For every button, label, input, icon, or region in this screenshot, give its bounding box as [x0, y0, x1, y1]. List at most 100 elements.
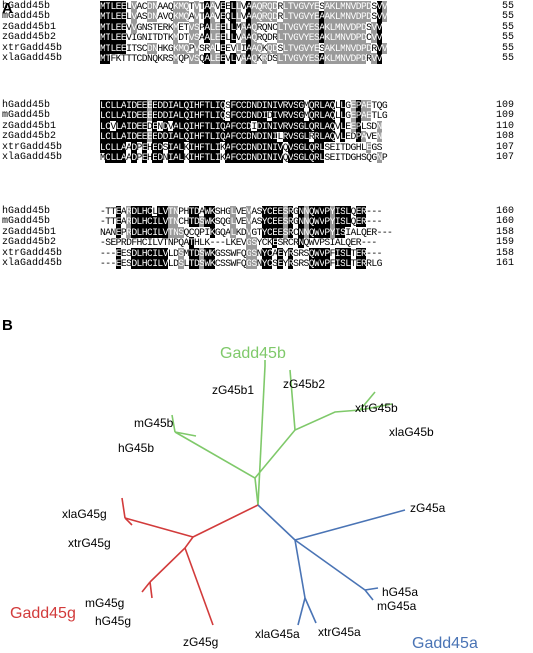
branch-zG45g	[184, 547, 214, 626]
branch-hG45b	[174, 431, 197, 437]
sequence-position: 107	[495, 151, 514, 163]
branch-a-mammal	[294, 539, 366, 591]
sequence-name: zGadd45b1	[2, 226, 57, 238]
sequence-name: xtrGadd45b	[2, 247, 63, 259]
alignment-row: mGadd45b MTLEELVASDNAVQKMQAVTAAVEQLLVAAQR…	[2, 11, 530, 23]
alignment-row: mGadd45b -TTEARDLHCILVTNCHTDSWKSQGLVEVASY…	[2, 216, 530, 228]
sequence-name: xtrGadd45b	[2, 141, 63, 153]
sequence-position: 107	[495, 141, 514, 153]
group-label-gadd45a: Gadd45a	[412, 635, 478, 652]
leaf-label-xtrG45g: xtrG45g	[68, 536, 111, 550]
sequence-residues: LCLLAADPEHEDSIALKIHFTLIKAFCCDNDINIVQVSGL…	[100, 141, 382, 153]
sequence-residues: MCLLAADPEHEDNIALKIHFTLIKAFCCDNDINIVQVSGL…	[100, 151, 388, 163]
alignment-row: hGadd45b -TTEARDLHCLLVTNPHTDAWKSHGLVEVASY…	[2, 206, 530, 217]
branch-b-mammal	[174, 431, 256, 479]
sequence-position: 55	[501, 32, 514, 44]
sequence-name: xlaGadd45b	[2, 52, 63, 64]
leaf-label-mG45g: mG45g	[85, 596, 124, 610]
branch-mG45a	[364, 589, 374, 601]
leaf-label-xlaG45a: xlaG45a	[255, 627, 300, 641]
leaf-label-hG45a: hG45a	[382, 585, 418, 599]
branch-g-frog	[124, 517, 194, 538]
leaf-label-mG45a: mG45a	[377, 599, 417, 613]
alignment-row: xtrGadd45b ---EESDLHCILVLDSMTDSWKGSSWFQGS…	[2, 247, 530, 259]
phylogenetic-tree: Gadd45b Gadd45g Gadd45a zG45b1 zG45b2 xt…	[10, 345, 478, 652]
sequence-position: 158	[495, 226, 514, 238]
sequence-position: 161	[495, 257, 514, 269]
branch-hG45g	[149, 581, 153, 599]
sequence-position: 159	[495, 237, 514, 249]
sequence-residues: NANEPRDLHCILVTNSQCQPIKGQALKDVGTYCEESRCNN…	[100, 226, 393, 238]
sequence-position: 110	[495, 120, 514, 132]
sequence-residues: -TTEARDLHCLLVTNPHTDAWKSHGLVEVASYCEESRGNN…	[100, 206, 382, 217]
leaf-label-xtrG45b: xtrG45b	[355, 401, 398, 415]
leaf-label-zG45a: zG45a	[410, 501, 446, 515]
sequence-residues: LCVLAIDEEDENDVALQIHFTLIQAFCCDIDINIVRVSGL…	[100, 120, 382, 132]
alignment-row: zGadd45b1 LCVLAIDEEDENDVALQIHFTLIQAFCCDID…	[2, 120, 530, 132]
branch-zG45b2	[264, 360, 296, 431]
sequence-name: mGadd45b	[2, 11, 51, 23]
sequence-residues: MTFKTTTCDNQKRSMQPVSQALEEVLVAAQKRDSLTVGVY…	[100, 52, 382, 64]
sequence-name: zGadd45b1	[2, 21, 57, 33]
branch-xtrG45g	[124, 517, 133, 526]
sequence-name: xlaGadd45b	[2, 257, 63, 269]
branch-xtrG45a	[304, 597, 317, 624]
leaf-label-hG45g: hG45g	[95, 614, 131, 628]
leaf-label-hG45b: hG45b	[118, 441, 154, 455]
leaf-label-zG45b2: zG45b2	[283, 377, 325, 391]
group-label-gadd45b: Gadd45b	[220, 345, 286, 362]
sequence-residues: ---EESDLHCILVLDSMTDSWKGSSWFQGSNYCAEYRSRS…	[100, 247, 382, 259]
sequence-position: 55	[501, 42, 514, 54]
sequence-name: xtrGadd45b	[2, 42, 63, 54]
leaf-label-mG45b: mG45b	[134, 416, 174, 430]
sequence-name: mGadd45b	[2, 110, 51, 122]
sequence-residues: MTLEELVASDNAVQKMQAVTAAVEQLLVAAQRQDRLTVGV…	[100, 11, 388, 23]
branch-zG45a	[294, 509, 406, 541]
sequence-position: 55	[501, 1, 514, 12]
group-label-gadd45g: Gadd45g	[10, 605, 76, 622]
sequence-name: zGadd45b1	[2, 120, 57, 132]
branch-xtrG45b	[359, 391, 376, 411]
sequence-name: mGadd45b	[2, 216, 51, 228]
alignment-row: zGadd45b2 -SEPRDFHCILVTNPQATHLK---LKEVGSY…	[2, 237, 530, 249]
sequence-name: zGadd45b2	[2, 32, 57, 44]
sequence-position: 55	[501, 21, 514, 33]
sequence-residues: -TTEARDLHCILVTNCHTDSWKSQGLVEVASYCEESRGNN…	[100, 216, 382, 228]
branch-gadd45a-stem	[257, 504, 296, 541]
leaf-label-xtrG45a: xtrG45a	[318, 625, 361, 639]
sequence-position: 160	[495, 206, 514, 217]
alignment-row: xtrGadd45b LCLLAADPEHEDSIALKIHFTLIKAFCCDN…	[2, 141, 530, 153]
sequence-name: hGadd45b	[2, 206, 51, 217]
branch-gadd45g-stem	[192, 504, 259, 538]
sequence-residues: ---EESDLHCILVLDSLTDSWKCSSWFQGSNYCSEYRSRS…	[100, 257, 382, 269]
sequence-residues: LCLLAIDEEEEDDIALQIHFTLIQAFCCDNDINILRVSGL…	[100, 131, 382, 143]
branch-mG45b	[171, 414, 176, 433]
branch-a-internal	[294, 539, 306, 599]
alignment-row: xlaGadd45b MTFKTTTCDNQKRSMQPVSQALEEVLVAAQ…	[2, 52, 530, 64]
sequence-name: zGadd45b2	[2, 237, 57, 249]
sequence-position: 55	[501, 52, 514, 64]
sequence-residues: LCLLAIDEEEEDDIALQIHFTLIQSFCCDNDINIVRVSGM…	[100, 100, 388, 111]
sequence-position: 109	[495, 110, 514, 122]
sequence-residues: MTLEEVVGNSTERKMETVSPALEELLMAAQRQNCLTVGVY…	[100, 21, 382, 33]
leaf-label-xlaG45g: xlaG45g	[62, 507, 107, 521]
sequence-residues: -SEPRDFHCILVTNPQATHLK---LKEVGSYCKESRCRNQ…	[100, 237, 377, 249]
leaf-label-zG45b1: zG45b1	[212, 383, 254, 397]
sequence-position: 109	[495, 100, 514, 111]
sequence-position: 160	[495, 216, 514, 228]
sequence-position: 158	[495, 247, 514, 259]
panel-label-a: A	[2, 0, 13, 17]
branch-xlaG45a	[297, 597, 306, 626]
panel-label-b: B	[2, 317, 13, 334]
sequence-residues: LCLLAIDEEEEDDIALQIHFTLIQSFCCDNDIDIVRVSGM…	[100, 110, 388, 122]
sequence-position: 108	[495, 131, 514, 143]
branch-gadd45b-internal	[254, 409, 361, 479]
branch-xlaG45b	[359, 403, 393, 411]
leaf-label-zG45g: zG45g	[183, 635, 218, 649]
